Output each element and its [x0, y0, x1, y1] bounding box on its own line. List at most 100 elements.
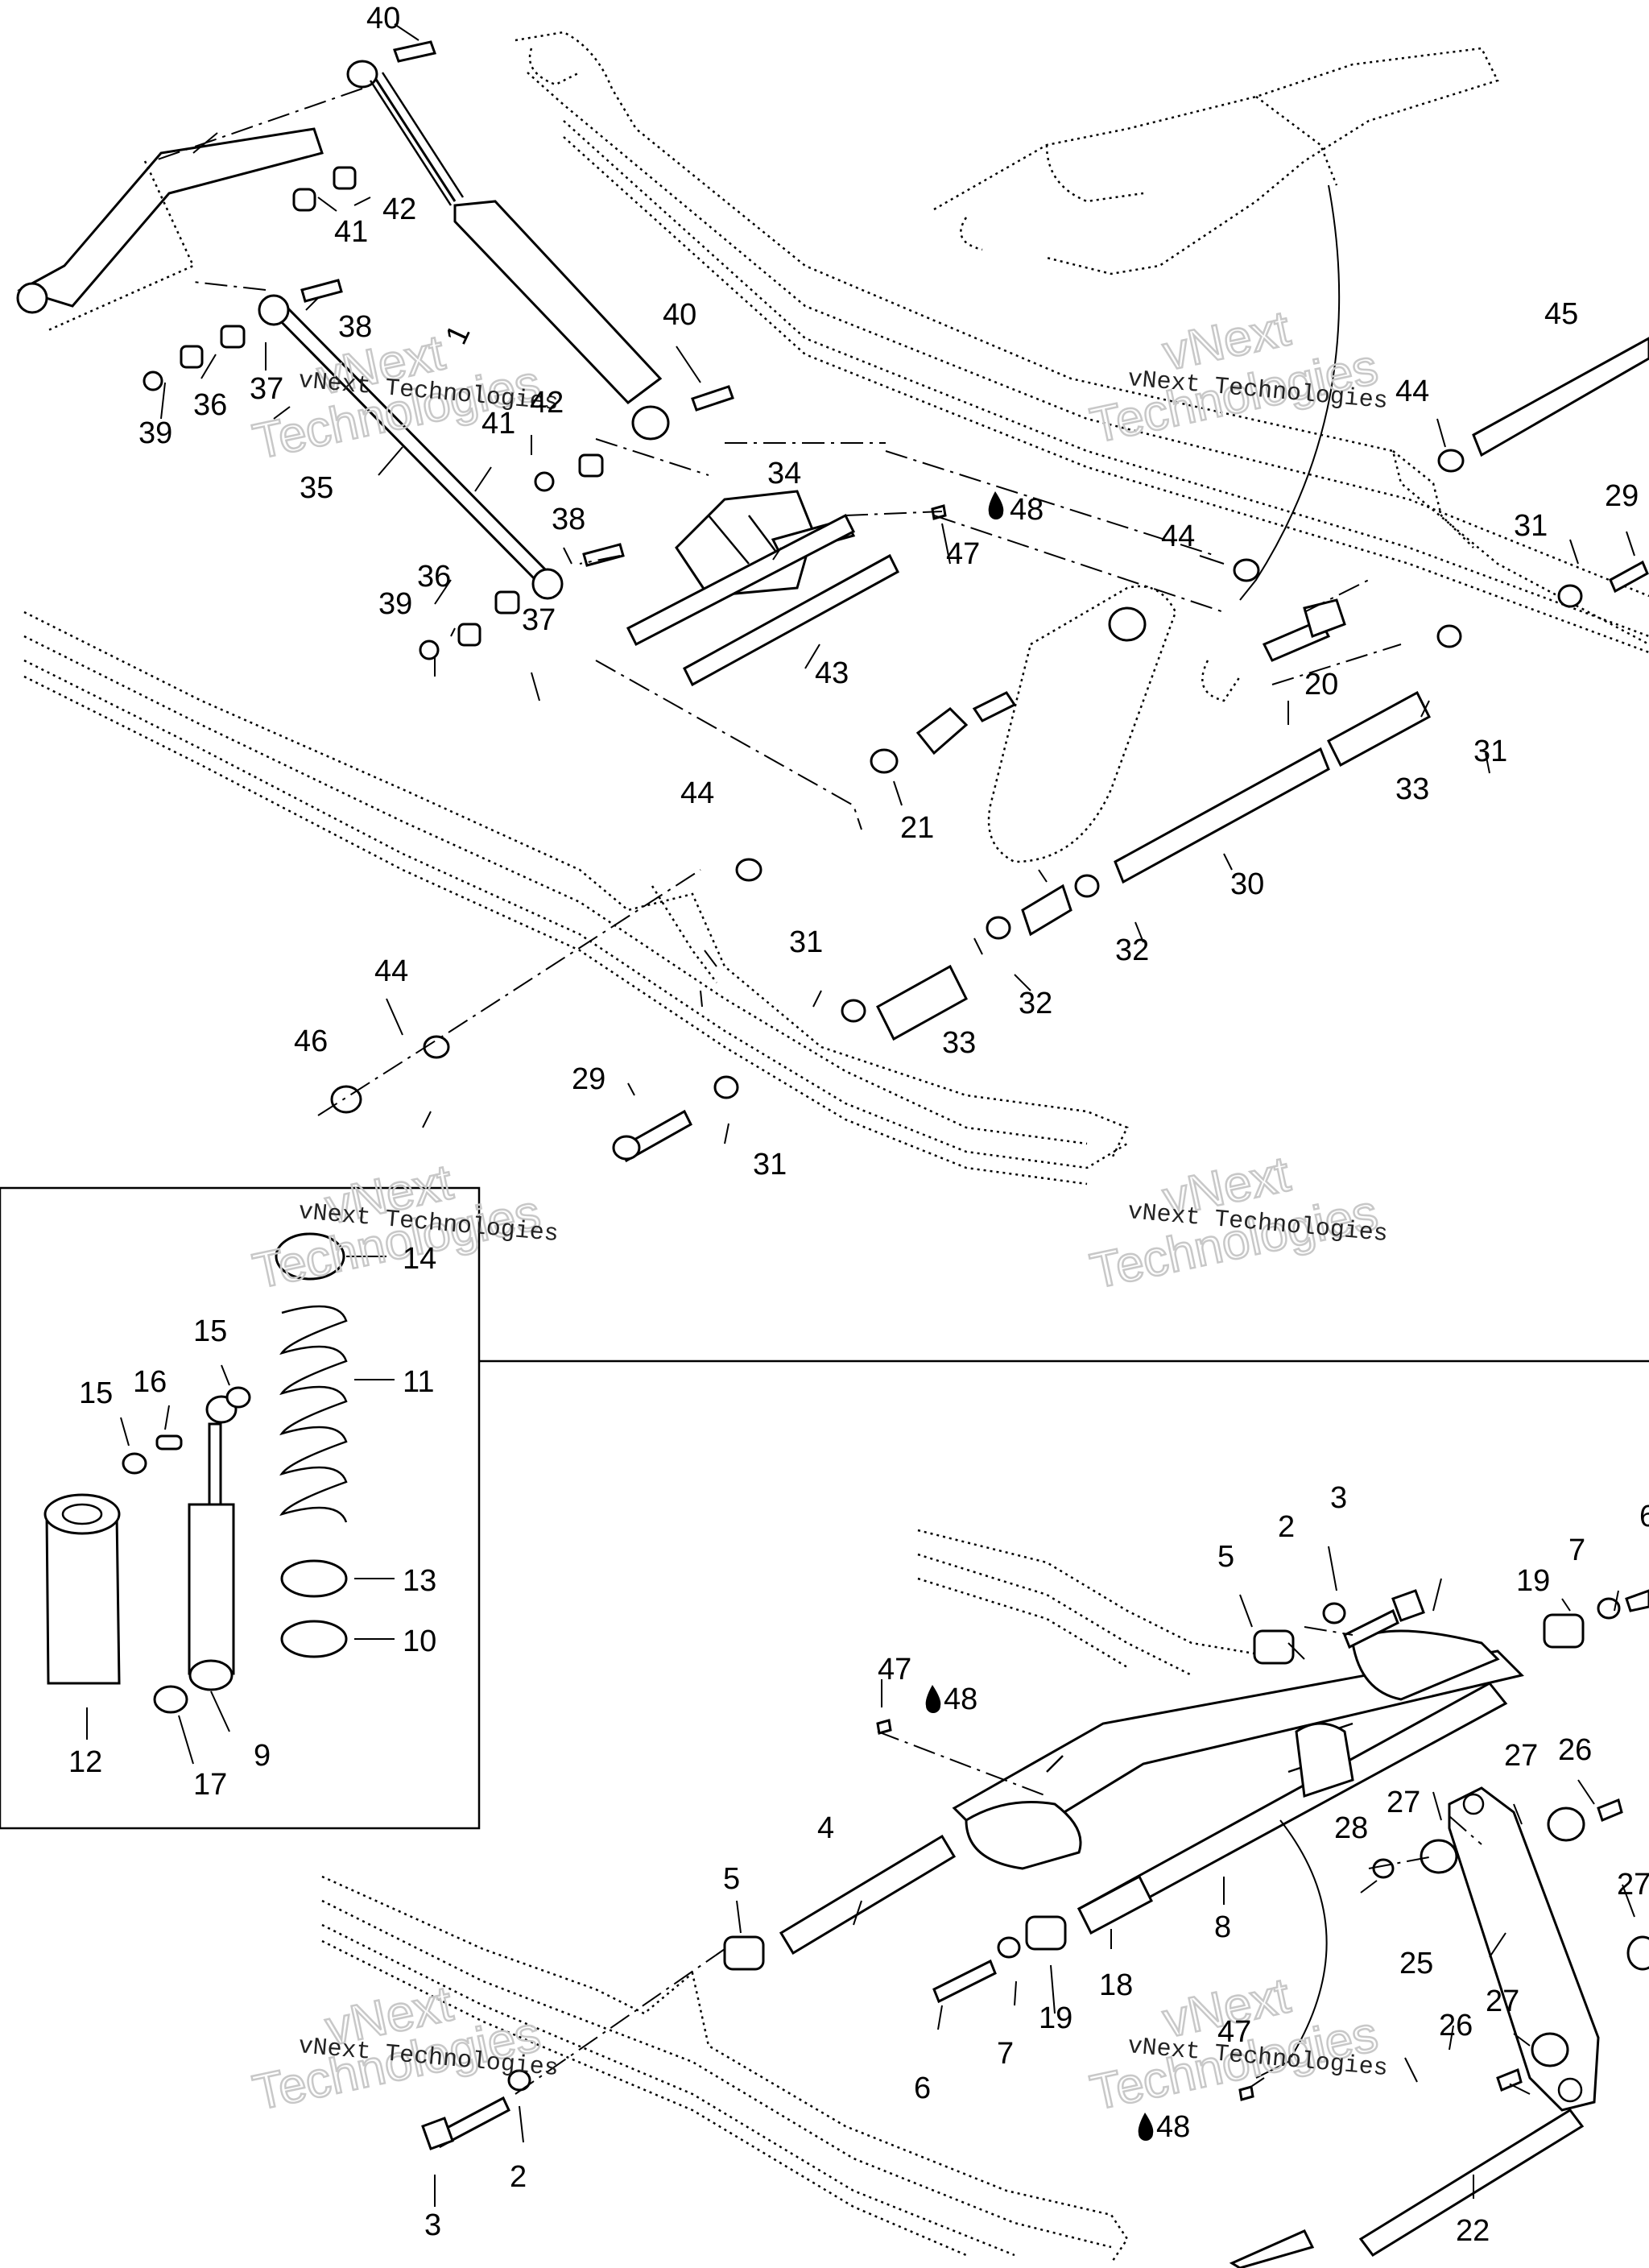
link-rod-35	[258, 294, 564, 600]
callout-44: 44	[374, 954, 408, 988]
callout-31: 31	[753, 1148, 787, 1182]
callout-6: 6	[914, 2071, 931, 2105]
callout-26: 26	[1558, 1733, 1592, 1767]
small-hardware-top	[143, 40, 1649, 1163]
rear-arm-8	[952, 1629, 1524, 1931]
shock-detail-inset	[0, 1186, 481, 1830]
callout-37: 37	[522, 603, 556, 637]
callout-39: 39	[378, 587, 412, 621]
callout-5: 5	[1217, 1540, 1234, 1574]
callout-33: 33	[1395, 772, 1429, 806]
callout-40: 40	[366, 2, 400, 35]
callout-43: 43	[815, 656, 849, 690]
callout-11: 11	[403, 1365, 434, 1399]
callout-15: 15	[79, 1376, 113, 1410]
axles	[626, 337, 1649, 1041]
callout-44: 44	[680, 776, 714, 810]
callout-47: 47	[946, 537, 980, 571]
callout-19: 19	[1516, 1564, 1550, 1598]
callout-17: 17	[193, 1768, 227, 1802]
callout-21: 21	[900, 811, 934, 845]
callout-35: 35	[300, 471, 333, 505]
callout-48: 48	[944, 1682, 977, 1716]
callout-45: 45	[1544, 297, 1578, 331]
drop-icons	[925, 491, 1154, 2141]
callout-10: 10	[403, 1624, 436, 1658]
dust-boot-12	[43, 1493, 121, 1685]
callout-22: 22	[1456, 2214, 1490, 2248]
callout-34: 34	[767, 457, 801, 490]
callout-6: 6	[1639, 1500, 1649, 1533]
small-hardware-bottom	[421, 1589, 1649, 2150]
lubricant-drop-icon	[988, 491, 1004, 519]
callout-12: 12	[68, 1745, 102, 1779]
callout-27: 27	[1486, 1984, 1519, 2018]
callout-7: 7	[1568, 1533, 1585, 1567]
bracket-25	[1448, 1786, 1600, 2112]
callout-37: 37	[250, 372, 283, 406]
callouts-top: 40 42 41 38 1 37 36 39 35 40 42 41 34 38…	[138, 2, 1639, 1182]
callout-48: 48	[1156, 2110, 1190, 2144]
callout-19: 19	[1039, 2001, 1072, 2035]
callout-3: 3	[424, 2208, 441, 2242]
callout-2: 2	[1278, 1510, 1295, 1544]
callout-46: 46	[294, 1024, 328, 1058]
assembly-lines-top	[152, 88, 1402, 1116]
callouts-inset: 14 15 11 15 16 13 10 12 9 17	[68, 1242, 436, 1802]
callout-29: 29	[572, 1062, 605, 1096]
callout-42: 42	[382, 192, 416, 226]
callout-27: 27	[1617, 1868, 1649, 1902]
callout-30: 30	[1230, 867, 1264, 901]
callout-39: 39	[138, 416, 172, 450]
callout-32: 32	[1115, 933, 1149, 967]
callouts-bottom: 3 2 5 7 6 19 47 48 27 26 27 28 4 27 5 8 …	[424, 1481, 1649, 2248]
callout-2: 2	[510, 2160, 527, 2194]
callout-41: 41	[481, 407, 515, 441]
upper-rail	[515, 31, 1649, 654]
callout-18: 18	[1099, 1968, 1133, 2002]
callout-3: 3	[1330, 1481, 1347, 1515]
callout-31: 31	[1473, 735, 1507, 768]
coil-spring-11	[279, 1305, 348, 1523]
callout-26: 26	[1439, 2009, 1473, 2042]
front-arm-outline	[933, 47, 1499, 275]
callout-1: 1	[440, 320, 477, 350]
assembly-lines-bottom	[515, 1626, 1531, 2095]
callout-8: 8	[1214, 1910, 1231, 1944]
callout-31: 31	[789, 925, 823, 959]
lower-rail	[23, 610, 1129, 1186]
callout-14: 14	[403, 1242, 436, 1276]
callout-44: 44	[1395, 375, 1429, 408]
callout-47: 47	[1217, 2015, 1251, 2049]
callout-5: 5	[723, 1862, 740, 1896]
callout-40: 40	[663, 298, 696, 332]
lubricant-drop-icon	[925, 1685, 941, 1713]
callout-38: 38	[552, 503, 585, 536]
bottom-rail	[321, 1529, 1289, 2264]
callout-28: 28	[1334, 1811, 1368, 1845]
callout-13: 13	[403, 1564, 436, 1598]
bottom-section	[321, 1529, 1649, 2268]
callout-38: 38	[338, 310, 372, 344]
callout-32: 32	[1019, 987, 1052, 1020]
callout-29: 29	[1605, 479, 1639, 513]
shock-absorber-1	[346, 60, 670, 441]
callout-47: 47	[878, 1653, 911, 1687]
callout-27: 27	[1504, 1739, 1538, 1773]
callout-16: 16	[133, 1365, 167, 1399]
lubricant-drop-icon	[1138, 2113, 1154, 2141]
callout-7: 7	[997, 2037, 1014, 2071]
callout-27: 27	[1387, 1786, 1420, 1819]
callout-9: 9	[254, 1739, 271, 1773]
shock-body-9	[188, 1395, 238, 1691]
callout-36: 36	[417, 560, 451, 594]
callout-leaders	[160, 23, 1635, 2207]
callout-33: 33	[942, 1026, 976, 1060]
callout-25: 25	[1399, 1947, 1433, 1980]
callout-41: 41	[334, 215, 368, 249]
upper-link	[16, 127, 324, 332]
callout-15: 15	[193, 1314, 227, 1348]
bolt-20	[1201, 598, 1346, 702]
callout-31: 31	[1514, 509, 1548, 543]
rear-shock-outline	[915, 585, 1177, 937]
